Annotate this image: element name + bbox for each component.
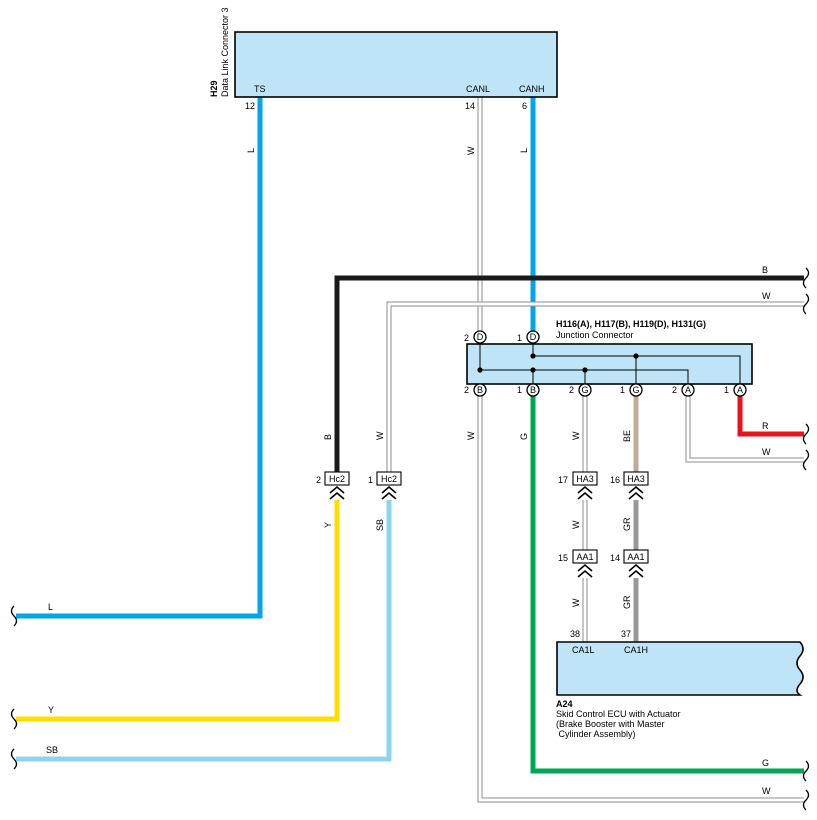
junction-pin-bottom-b2: 2 B [464, 383, 487, 397]
junction-pin-bottom-a2: 2 A [672, 383, 695, 397]
svg-text:2: 2 [316, 475, 321, 485]
svg-text:2: 2 [464, 333, 469, 343]
svg-text:B: B [477, 385, 483, 395]
svg-text:G: G [581, 385, 588, 395]
svg-text:2: 2 [569, 385, 574, 395]
svg-text:G: G [632, 385, 639, 395]
wire-label-w-bottom: W [762, 786, 771, 796]
dlc3-terminal-canh: CANH [519, 84, 545, 94]
svg-text:1: 1 [517, 333, 522, 343]
svg-text:HA3: HA3 [627, 474, 645, 484]
junction-pin-top-d2: 2 D [464, 330, 487, 344]
wire-label-y-bottom: Y [48, 705, 54, 715]
wire-label-sb-bottom: SB [46, 745, 58, 755]
wire-w-hc2 [387, 302, 804, 472]
svg-text:1: 1 [620, 385, 625, 395]
connector-aa1-pin14: 14 AA1 [610, 549, 649, 578]
svg-text:AA1: AA1 [576, 552, 593, 562]
junction-box [466, 343, 753, 385]
wire-label-r: R [762, 421, 769, 431]
wire-label-be: BE [622, 430, 632, 442]
ecu-code: A24 [556, 699, 573, 709]
wire-r [737, 396, 804, 437]
dlc3-box [234, 31, 558, 98]
wire-label-gr-mid: GR [622, 517, 632, 531]
wire-label-w-a: W [762, 447, 771, 457]
dlc3-pin-canh: 6 [522, 101, 527, 111]
ecu-terminal-ca1l: CA1L [572, 645, 595, 655]
ecu-name-line-1: Skid Control ECU with Actuator [556, 709, 681, 719]
svg-text:AA1: AA1 [627, 552, 644, 562]
dlc3-name: Data Link Connector 3 [220, 7, 230, 97]
wire-label-w-bottom-left: W [466, 431, 476, 440]
dlc3-pin-ts: 12 [245, 101, 255, 111]
connector-hc2-pin1: 1 Hc2 [368, 471, 402, 500]
dlc3-terminal-ts: TS [254, 84, 266, 94]
svg-text:16: 16 [610, 475, 620, 485]
wire-label-b-hc2: B [323, 434, 333, 440]
dlc3-pin-canl: 14 [465, 101, 475, 111]
junction-pin-bottom-a1: 1 A [724, 383, 747, 397]
wire-label-canh: L [519, 148, 529, 153]
wire-label-ts: L [246, 148, 256, 153]
wire-label-g-bottom: G [762, 758, 769, 768]
svg-text:1: 1 [724, 385, 729, 395]
svg-text:B: B [530, 385, 536, 395]
wire-label-y-hc2: Y [323, 522, 333, 528]
connector-ha3-pin17: 17 HA3 [558, 471, 598, 500]
connector-ha3-pin16: 16 HA3 [610, 471, 649, 500]
wire-label-w-hc2: W [375, 431, 385, 440]
svg-text:14: 14 [610, 553, 620, 563]
wire-w-a2 [686, 396, 804, 462]
junction-pin-bottom-g1: 1 G [620, 383, 643, 397]
dlc3-code: H29 [209, 80, 219, 97]
svg-text:A: A [685, 385, 691, 395]
svg-text:15: 15 [558, 553, 568, 563]
junction-pin-bottom-g2: 2 G [569, 383, 592, 397]
wire-w-canl-bottom [478, 396, 804, 802]
ecu-box [556, 641, 804, 696]
svg-text:2: 2 [464, 385, 469, 395]
svg-text:1: 1 [517, 385, 522, 395]
wire-label-w-mid: W [571, 520, 581, 529]
svg-text:1: 1 [368, 475, 373, 485]
wire-label-l-bottom: L [48, 602, 53, 612]
ecu-terminal-ca1h: CA1H [624, 645, 648, 655]
junction-codes: H116(A), H117(B), H119(D), H131(G) [556, 319, 706, 329]
svg-text:2: 2 [672, 385, 677, 395]
ecu-pin-ca1l: 38 [570, 629, 580, 639]
svg-text:D: D [477, 332, 484, 342]
wire-l-ts [16, 97, 263, 619]
dlc3-terminal-canl: CANL [466, 84, 490, 94]
svg-text:17: 17 [558, 475, 568, 485]
wire-label-canl: W [466, 146, 476, 155]
junction-pin-top-d1: 1 D [517, 330, 540, 344]
wire-y [16, 500, 340, 722]
wire-label-w-top: W [762, 291, 771, 301]
ecu-name-line-2: (Brake Booster with Master [556, 719, 665, 729]
wire-label-g-bottom-left: G [519, 433, 529, 440]
junction-name: Junction Connector [556, 330, 634, 340]
connector-aa1-pin15: 15 AA1 [558, 549, 598, 578]
svg-text:Hc2: Hc2 [329, 474, 345, 484]
wire-b [334, 275, 804, 472]
connector-hc2-pin2: 2 Hc2 [316, 471, 350, 500]
wire-break-marks [10, 267, 810, 811]
wire-label-w-g2: W [571, 431, 581, 440]
wire-label-w-low: W [571, 598, 581, 607]
wire-label-b-top: B [762, 265, 768, 275]
junction-splice-dots [477, 353, 639, 373]
svg-text:A: A [737, 385, 743, 395]
wire-label-sb-hc2: SB [375, 519, 385, 531]
wire-g [530, 396, 804, 774]
ecu-name-line-3: Cylinder Assembly) [556, 729, 636, 739]
wire-label-gr-low: GR [622, 595, 632, 609]
svg-text:HA3: HA3 [576, 474, 594, 484]
svg-text:Hc2: Hc2 [381, 474, 397, 484]
wire-sb [16, 500, 392, 762]
ecu-pin-ca1h: 37 [621, 629, 631, 639]
junction-pin-bottom-b1: 1 B [517, 383, 540, 397]
svg-text:D: D [530, 332, 537, 342]
